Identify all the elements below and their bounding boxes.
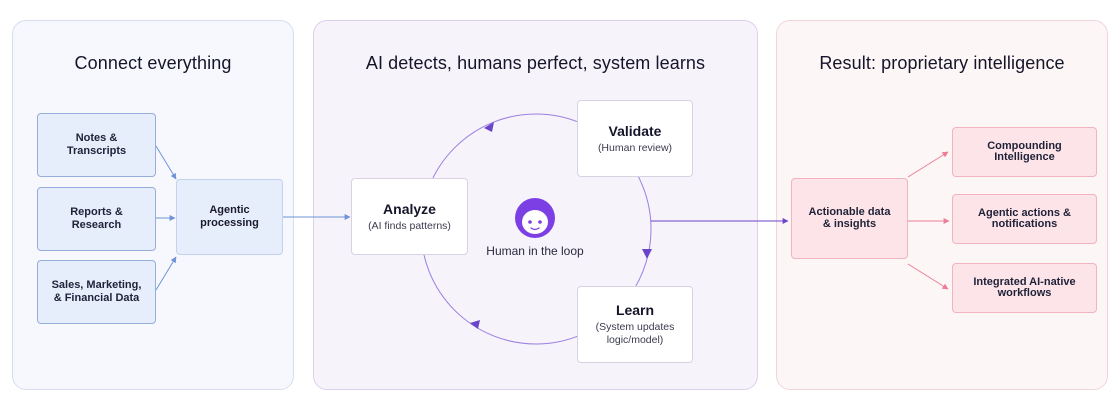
source-sales-marketing-financial: Sales, Marketing, & Financial Data	[37, 260, 156, 324]
agentic-processing-line2: processing	[200, 217, 259, 229]
source-sales-line1: Sales, Marketing,	[51, 278, 142, 291]
agentic-processing-box: Agentic processing	[176, 179, 283, 255]
loop-arrowhead-top	[484, 122, 494, 132]
arrow-sales-to-processing	[155, 256, 177, 291]
face-icon	[515, 198, 555, 238]
validate-box: Validate (Human review)	[577, 100, 693, 177]
result-panel-title: Result: proprietary intelligence	[819, 53, 1065, 73]
source-reports-research: Reports & Research	[37, 187, 156, 251]
arrow-notes-to-processing	[155, 145, 177, 180]
learn-box: Learn (System updates logic/model)	[577, 286, 693, 363]
source-sales-line2: & Financial Data	[53, 292, 140, 304]
output-agentic-actions-line2: notifications	[991, 218, 1058, 230]
analyze-subtitle: (AI finds patterns)	[368, 219, 451, 232]
actionable-data-line2: & insights	[822, 217, 877, 230]
loop-panel-title: AI detects, humans perfect, system learn…	[365, 53, 706, 73]
source-reports-line1: Reports &	[70, 205, 123, 218]
learn-subtitle-line2: logic/model)	[606, 334, 664, 346]
actionable-data-box: Actionable data & insights	[791, 178, 908, 259]
source-notes-transcripts: Notes & Transcripts	[37, 113, 156, 177]
learn-subtitle-line1: (System updates	[595, 321, 675, 333]
loop-arrowhead-bottom	[470, 320, 480, 329]
learn-title: Learn	[615, 302, 655, 318]
output-integrated-line1: Integrated AI-native	[973, 275, 1076, 288]
output-integrated-line2: workflows	[997, 287, 1052, 299]
loop-arrowhead-right	[642, 249, 652, 259]
validate-subtitle: (Human review)	[597, 141, 673, 154]
agentic-processing-line1: Agentic	[209, 203, 250, 216]
source-notes-line1: Notes &	[75, 131, 118, 144]
human-in-the-loop-label: Human in the loop	[486, 244, 584, 258]
output-compounding-line2: Intelligence	[994, 151, 1055, 163]
actionable-data-line1: Actionable data	[808, 206, 891, 218]
output-compounding-intelligence: Compounding Intelligence	[952, 127, 1097, 177]
source-reports-line2: Research	[71, 219, 122, 231]
validate-title: Validate	[608, 122, 662, 139]
analyze-box: Analyze (AI finds patterns)	[351, 178, 468, 255]
output-agentic-actions-line1: Agentic actions &	[978, 206, 1071, 219]
output-compounding-line1: Compounding	[987, 139, 1062, 152]
arrow-to-compounding	[907, 151, 949, 178]
output-agentic-actions: Agentic actions & notifications	[952, 194, 1097, 244]
connect-panel-title: Connect everything	[74, 53, 232, 73]
source-notes-line2: Transcripts	[66, 145, 127, 157]
analyze-title: Analyze	[383, 200, 436, 217]
arrow-to-integrated-workflows	[907, 263, 949, 290]
output-integrated-workflows: Integrated AI-native workflows	[952, 263, 1097, 313]
